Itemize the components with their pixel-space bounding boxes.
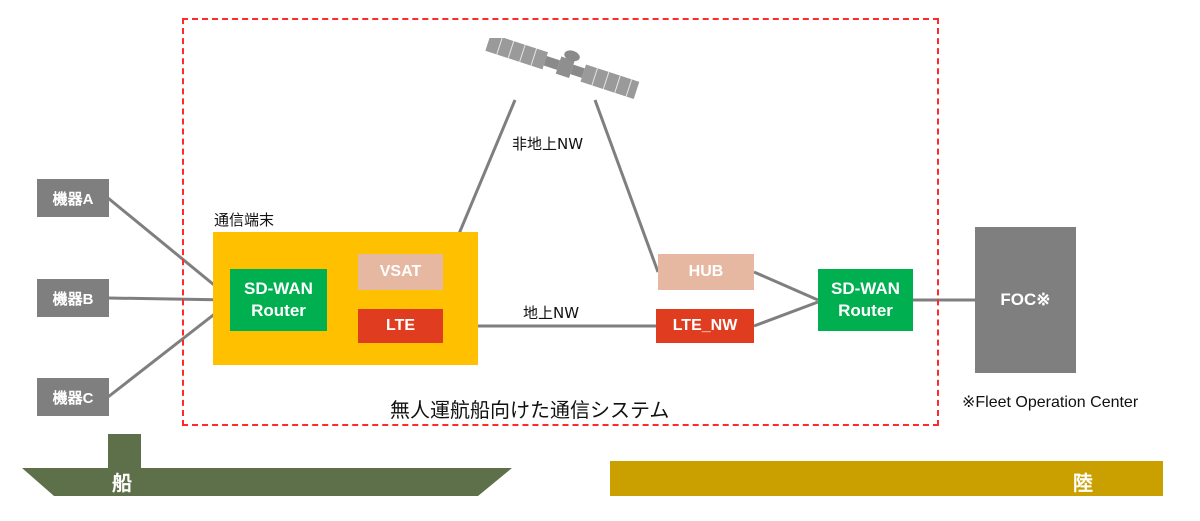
wire-satellite-hub	[593, 99, 660, 273]
wire-ltenw-router	[753, 300, 819, 328]
wire-hub-router	[753, 270, 819, 302]
land-router-line1: SD-WAN	[831, 279, 900, 298]
ship-hull	[22, 434, 512, 496]
satellite-network-label: 非地上NW	[512, 135, 584, 153]
lte-nw-link: LTE_NW	[656, 309, 754, 343]
land-router-line2: Router	[838, 301, 893, 320]
vsat-link: VSAT	[358, 254, 443, 290]
wire-device-b-router	[107, 296, 231, 302]
land-band-label: 陸	[1073, 471, 1093, 495]
device-c: 機器C	[37, 378, 109, 416]
land-sdwan-router: SD-WAN Router	[818, 269, 913, 331]
ground-network-label: 地上NW	[523, 304, 580, 322]
foc-box: FOC※	[975, 227, 1076, 373]
lte-link: LTE	[358, 309, 443, 343]
ship-band-label: 船	[112, 471, 132, 495]
ship-router-line1: SD-WAN	[244, 279, 313, 298]
system-boundary	[182, 18, 939, 426]
foc-note: ※Fleet Operation Center	[962, 394, 1139, 411]
terminal-title: 通信端末	[214, 211, 275, 229]
device-b: 機器B	[37, 279, 109, 317]
device-a: 機器A	[37, 179, 109, 217]
land-band	[610, 461, 1163, 496]
ship-sdwan-router: SD-WAN Router	[230, 269, 327, 331]
wire-device-c-router	[107, 300, 231, 399]
hub-link: HUB	[658, 254, 754, 290]
system-caption: 無人運航船向けた通信システム	[390, 398, 670, 422]
wire-device-a-router	[107, 196, 231, 300]
satellite-icon	[485, 38, 640, 99]
ship-router-line2: Router	[251, 301, 306, 320]
